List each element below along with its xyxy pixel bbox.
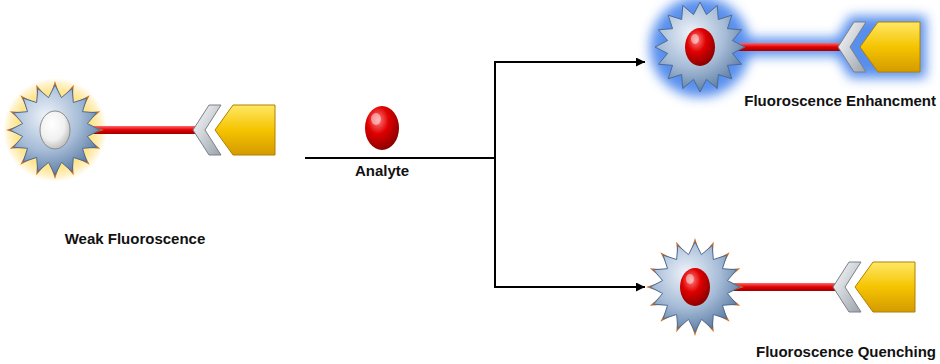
probe-node: Fluoroscence Quenching — [645, 240, 936, 335]
reaction-arrow — [305, 62, 645, 158]
linker-receptor — [731, 262, 915, 312]
probe-enhanced — [650, 0, 926, 97]
reaction-arrow — [305, 158, 645, 287]
analyte-sphere — [365, 106, 399, 150]
probe-node: Analyte — [363, 104, 401, 152]
highlight — [371, 113, 381, 125]
probe-weak — [3, 78, 275, 182]
analyte-ball — [365, 106, 399, 150]
bound-analyte — [685, 28, 715, 66]
node-label: Fluoroscence Enhancment — [744, 92, 936, 110]
fluorophore-star — [650, 242, 740, 332]
linker-receptor — [736, 22, 920, 72]
fluorophore-tips — [646, 238, 744, 336]
node-label: Analyte — [355, 162, 409, 180]
probe-node: Weak Fluoroscence — [5, 82, 305, 178]
highlight — [686, 274, 694, 284]
fluorophore-tips — [6, 81, 104, 179]
highlight — [691, 34, 699, 44]
node-label: Weak Fluoroscence — [65, 230, 206, 248]
linker-receptor — [91, 105, 275, 155]
blue-glow — [650, 0, 926, 97]
bound-analyte — [680, 268, 710, 306]
yellow-glow — [3, 78, 107, 182]
fluorophore-star — [10, 85, 100, 175]
probe-quenched — [646, 238, 915, 336]
fluorophore-star — [655, 2, 745, 92]
probe-node: Fluoroscence Enhancment — [645, 2, 936, 90]
node-label: Fluoroscence Quenching — [756, 343, 936, 361]
empty-site — [40, 111, 70, 149]
